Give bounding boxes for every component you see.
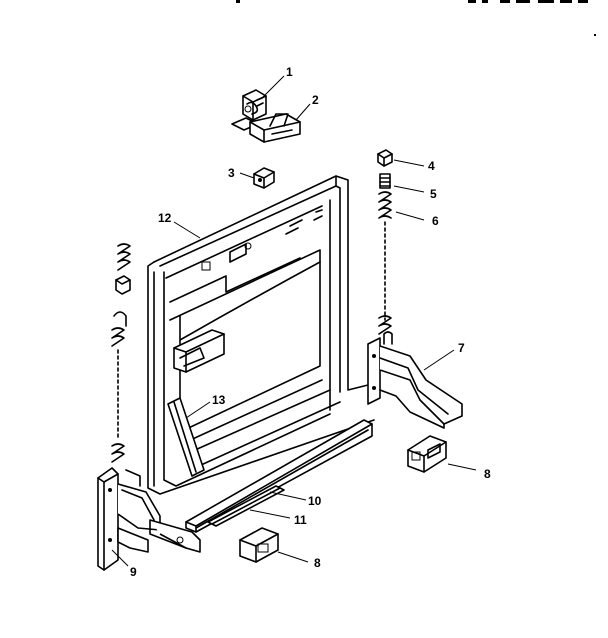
leader-8b [277,551,309,563]
leader-10 [269,491,307,501]
leader-8a [447,463,477,471]
part-left-hinge [97,467,201,571]
leader-13 [185,401,211,419]
callout-2: 2 [312,93,319,107]
callout-3: 3 [228,166,235,180]
leader-1 [261,75,285,99]
part-latch-housing [249,113,301,143]
callout-13: 13 [212,393,226,407]
part-left-spring [111,243,131,463]
callout-11: 11 [294,513,307,527]
part-bottom-channel [185,419,373,533]
leader-3 [239,172,255,179]
part-right-hinge [367,331,463,429]
header-fragment [236,0,588,3]
leader-2 [295,103,311,121]
callout-10: 10 [308,494,322,508]
leader-5 [393,185,425,193]
callout-8-left: 8 [314,556,321,570]
leader-7 [423,349,455,371]
part-latch [231,89,267,131]
part-bottom-strip [207,485,285,527]
part-clip [253,167,275,189]
part-hinge-cover-left [239,527,279,563]
leader-lines [111,75,477,567]
callout-4: 4 [428,159,435,173]
part-right-spring [378,173,392,335]
callout-12: 12 [158,211,172,225]
leader-11 [249,509,291,519]
callout-8-right: 8 [484,467,491,481]
callout-5: 5 [430,187,437,201]
part-small-clip [377,149,393,167]
leader-4 [393,159,425,167]
leader-6 [395,211,425,221]
stray-dot [594,34,596,36]
callouts: 1 2 3 4 5 6 7 8 8 9 10 11 12 13 [130,65,491,579]
callout-7: 7 [458,341,465,355]
part-strike-bar [167,397,205,477]
callout-9: 9 [130,565,137,579]
leader-12 [173,221,201,239]
leader-9 [111,549,129,567]
callout-1: 1 [286,65,293,79]
part-hinge-cover-right [407,435,447,473]
callout-6: 6 [432,214,439,228]
